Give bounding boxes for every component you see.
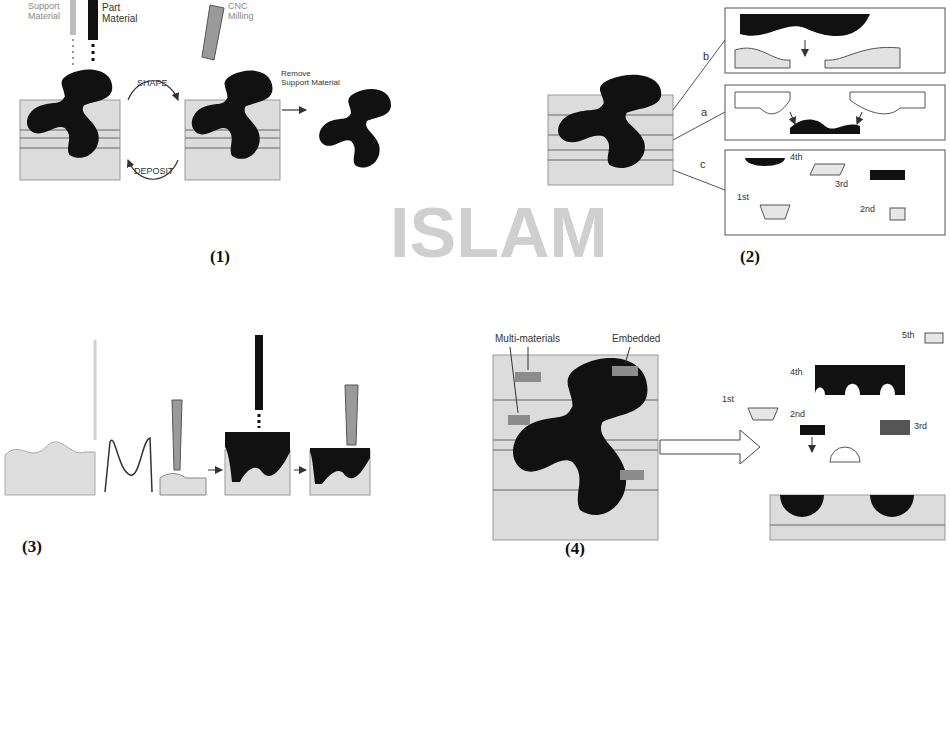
panel-number: (3) <box>22 538 42 557</box>
callout-letter: c <box>700 158 706 170</box>
order-label: 4th <box>790 153 803 163</box>
callout-letter: a <box>701 106 707 118</box>
order-label: 2nd <box>790 410 805 420</box>
step-label: Remove Support Material <box>281 70 341 88</box>
watermark: ISLAM <box>390 195 608 272</box>
order-label: 1st <box>737 193 749 203</box>
order-label: 5th <box>902 331 915 341</box>
order-label: 3rd <box>835 180 848 190</box>
callout-label: Multi-materials <box>495 333 560 344</box>
panel-number: (2) <box>740 248 760 267</box>
panel-number: (1) <box>210 248 230 267</box>
order-label: 1st <box>722 395 734 405</box>
callout-label: Embedded <box>612 333 660 344</box>
order-label: 3rd <box>914 422 927 432</box>
panel-1 <box>20 0 391 180</box>
step-label: SHAPE <box>137 79 168 89</box>
panel-number: (4) <box>565 540 585 559</box>
callout-letter: b <box>703 50 709 62</box>
material-label: Support Material <box>28 2 68 22</box>
step-label: DEPOSIT <box>134 167 174 177</box>
order-label: 4th <box>790 368 803 378</box>
material-label: Part Material <box>102 2 147 24</box>
panel-3 <box>5 335 370 495</box>
order-label: 2nd <box>860 205 875 215</box>
panel-4 <box>493 333 945 540</box>
tool-label: CNC Milling <box>228 2 268 22</box>
